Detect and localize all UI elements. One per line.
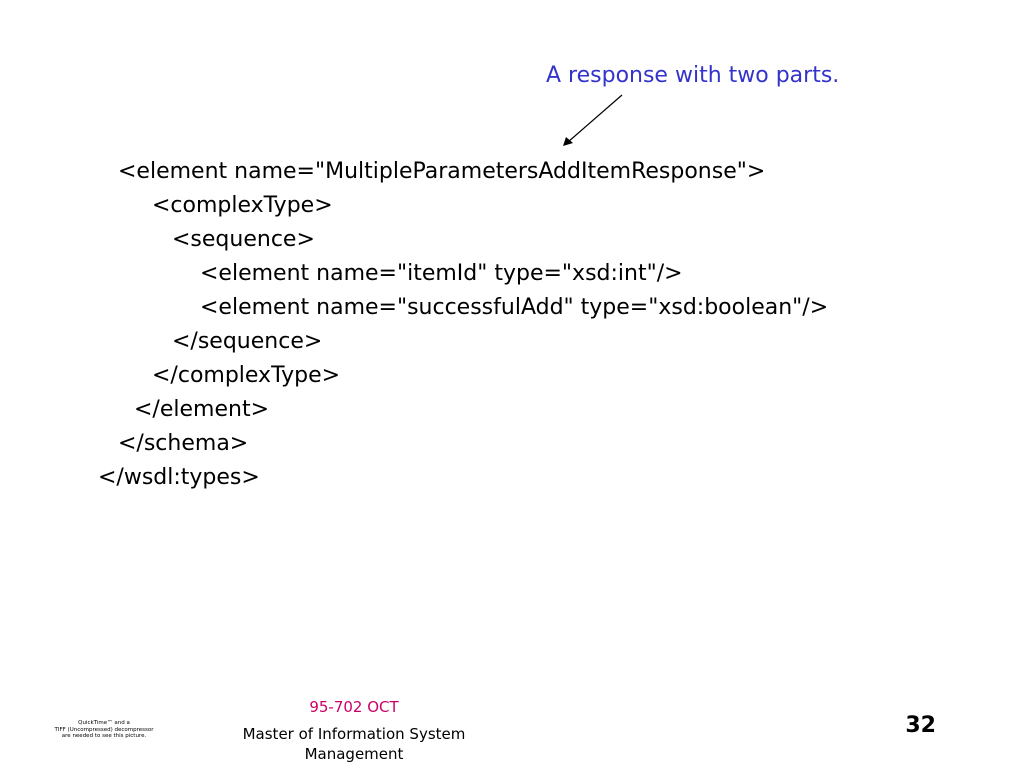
code-line: <element name="MultipleParametersAddItem… bbox=[118, 159, 766, 184]
footer-course: 95-702 OCT bbox=[309, 698, 399, 716]
code-line: </sequence> bbox=[172, 329, 323, 354]
code-line: </element> bbox=[134, 397, 269, 422]
code-line: </wsdl:types> bbox=[98, 465, 260, 490]
placeholder-line: are needed to see this picture. bbox=[61, 733, 147, 739]
code-line: <element name="itemId" type="xsd:int"/> bbox=[200, 261, 683, 286]
placeholder-line: QuickTime™ and a bbox=[78, 720, 130, 726]
code-line: <complexType> bbox=[152, 193, 333, 218]
placeholder-line: TIFF (Uncompressed) decompressor bbox=[54, 726, 154, 733]
code-line: <sequence> bbox=[172, 227, 315, 252]
missing-image-placeholder: QuickTime™ and a TIFF (Uncompressed) dec… bbox=[46, 720, 162, 740]
code-line: </schema> bbox=[118, 431, 249, 456]
annotation-text: A response with two parts. bbox=[546, 63, 840, 88]
footer-program: Master of Information System Management bbox=[242, 725, 466, 763]
page-number: 32 bbox=[905, 713, 936, 738]
code-line: </complexType> bbox=[152, 363, 341, 388]
code-line: <element name="successfulAdd" type="xsd:… bbox=[200, 295, 829, 320]
